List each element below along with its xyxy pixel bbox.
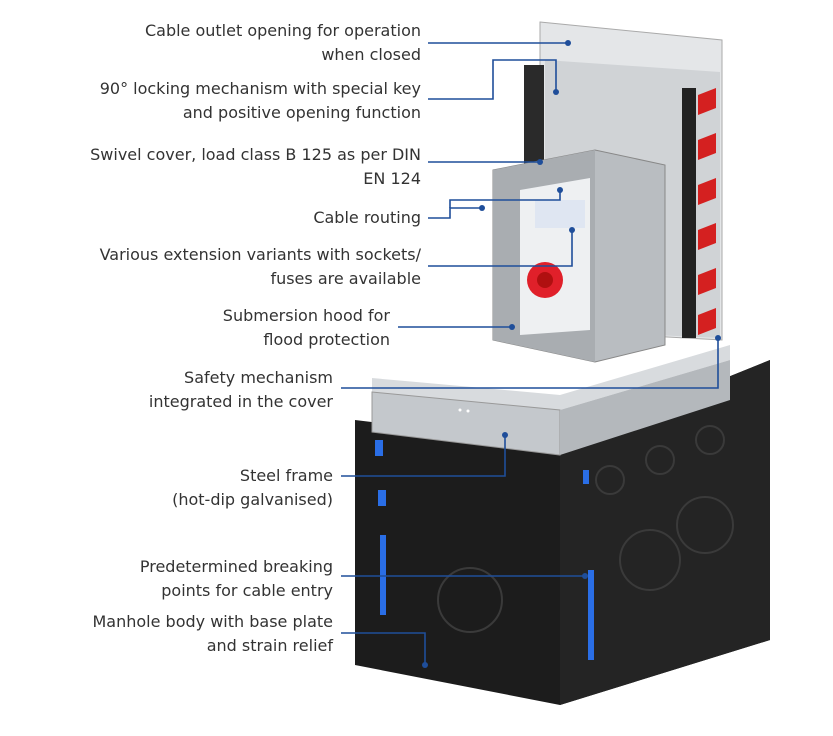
label-breaking-points: Predetermined breaking points for cable e… bbox=[140, 555, 333, 603]
label-manhole-body: Manhole body with base plate and strain r… bbox=[93, 610, 334, 658]
label-line: Various extension variants with sockets/ bbox=[99, 245, 421, 264]
leader-lines bbox=[341, 42, 719, 665]
label-line: Safety mechanism bbox=[184, 368, 333, 387]
steel-frame-shape bbox=[371, 345, 730, 456]
label-submersion-hood: Submersion hood for flood protection bbox=[223, 304, 390, 352]
label-extension-variants: Various extension variants with sockets/… bbox=[100, 243, 421, 291]
label-line: Manhole body with base plate bbox=[92, 612, 334, 631]
leader-steel-frame bbox=[341, 435, 506, 477]
label-line: fuses are available bbox=[270, 269, 421, 288]
label-cable-outlet: Cable outlet opening for operation when c… bbox=[145, 19, 421, 67]
label-line: flood protection bbox=[263, 330, 390, 349]
label-swivel-cover: Swivel cover, load class B 125 as per DI… bbox=[90, 143, 421, 191]
label-locking: 90° locking mechanism with special key an… bbox=[100, 77, 421, 125]
label-line: integrated in the cover bbox=[148, 392, 333, 411]
label-line: and positive opening function bbox=[182, 103, 421, 122]
label-line: Cable outlet opening for operation bbox=[144, 21, 421, 40]
manhole-body-shape bbox=[355, 360, 770, 705]
submersion-hood-box bbox=[492, 149, 666, 363]
label-steel-frame: Steel frame (hot-dip galvanised) bbox=[172, 464, 333, 512]
label-line: Predetermined breaking bbox=[139, 557, 333, 576]
leader-safety bbox=[341, 338, 719, 389]
label-line: EN 124 bbox=[363, 169, 421, 188]
label-safety-mechanism: Safety mechanism integrated in the cover bbox=[149, 366, 333, 414]
leader-locking bbox=[428, 59, 557, 100]
label-line: 90° locking mechanism with special key bbox=[99, 79, 421, 98]
label-line: and strain relief bbox=[206, 636, 333, 655]
label-cable-routing: Cable routing bbox=[313, 206, 421, 230]
label-line: Submersion hood for bbox=[222, 306, 390, 325]
leader-extension bbox=[428, 230, 573, 267]
label-line: points for cable entry bbox=[161, 581, 333, 600]
label-line: Cable routing bbox=[313, 208, 421, 227]
label-line: Swivel cover, load class B 125 as per DI… bbox=[90, 145, 421, 164]
leader-cable-routing bbox=[428, 207, 482, 219]
label-line: when closed bbox=[321, 45, 421, 64]
label-line: Steel frame bbox=[239, 466, 333, 485]
leader-manhole-body bbox=[341, 632, 426, 665]
label-line: (hot-dip galvanised) bbox=[172, 490, 333, 509]
